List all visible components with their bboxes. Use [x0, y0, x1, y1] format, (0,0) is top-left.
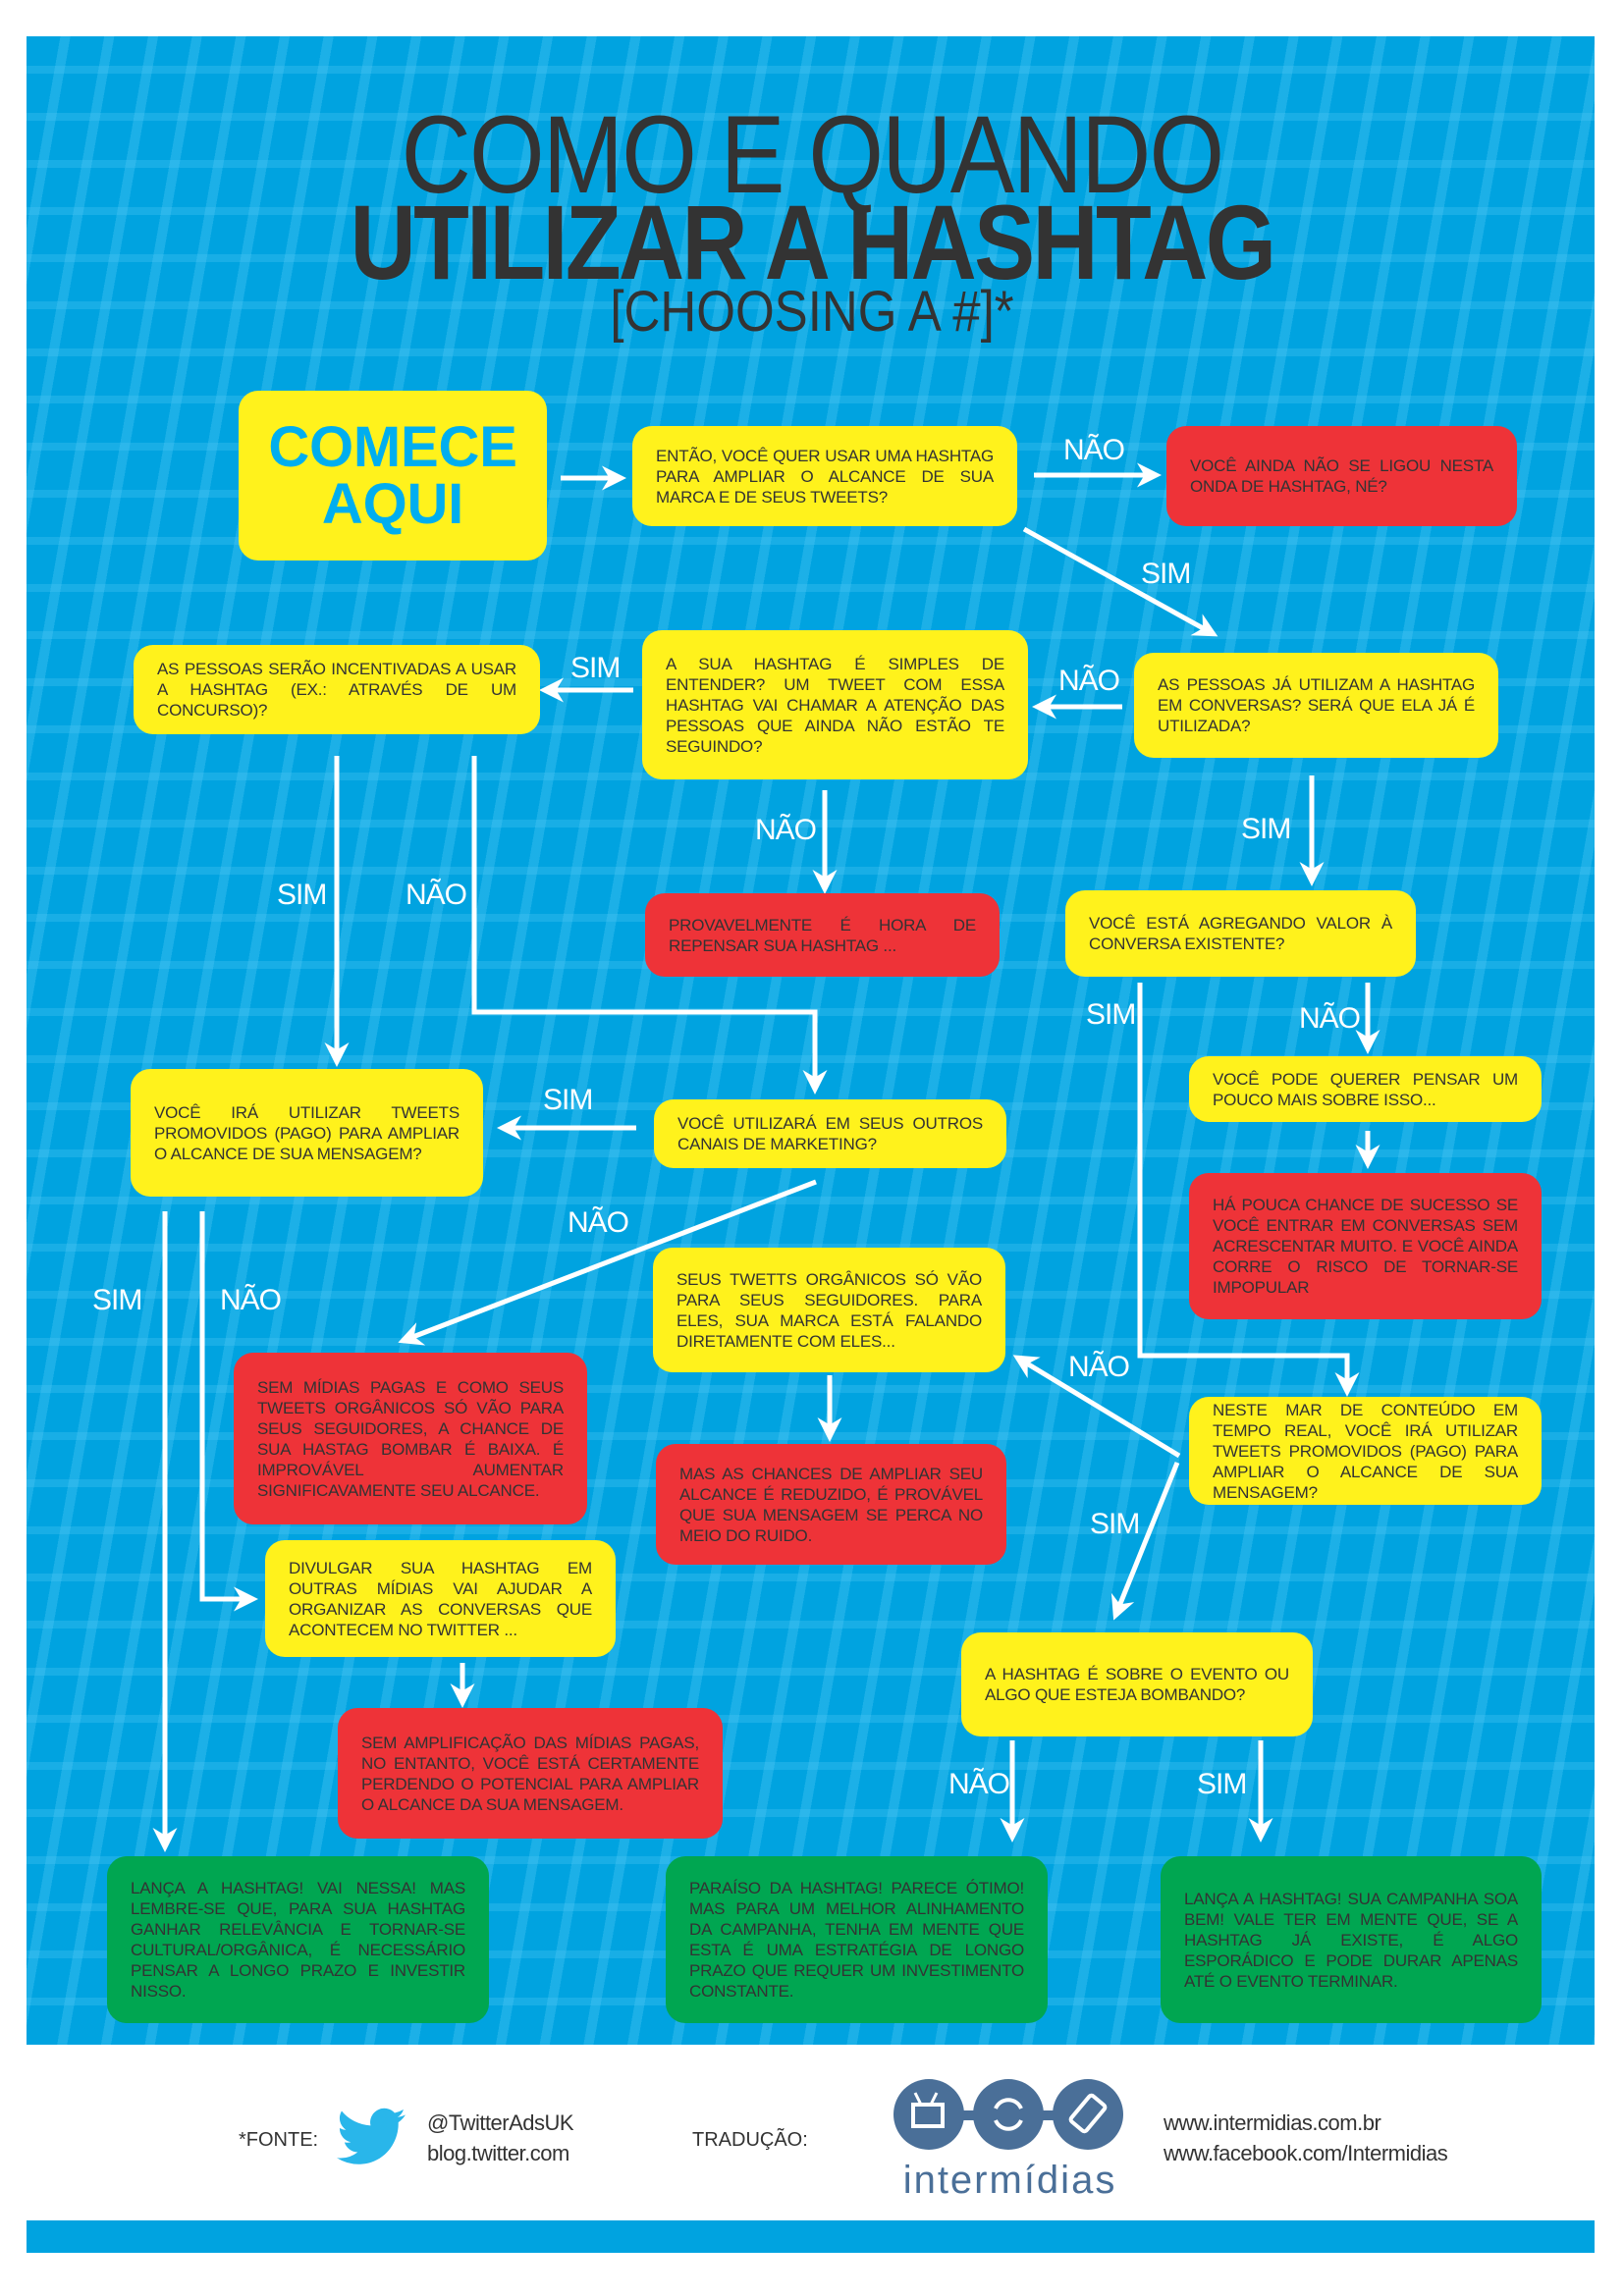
question-event-trending: A hashtag é sobre o evento ou algo que e… — [961, 1632, 1313, 1736]
label-yes: SIM — [1197, 1768, 1247, 1800]
result-no-amplification: Sem amplificação das mídias pagas, no en… — [338, 1708, 723, 1839]
label-no: NÃO — [406, 879, 467, 911]
mobile-device-icon — [1068, 2093, 1108, 2134]
result-little-chance: Há pouca chance de sucesso se você entra… — [1189, 1173, 1542, 1319]
label-yes: SIM — [1086, 998, 1136, 1031]
arrow-q7-no — [199, 1211, 258, 1612]
translation-label: TRADUÇÃO: — [692, 2129, 808, 2151]
tv-icon — [911, 2092, 945, 2128]
arrow-q6-no — [398, 1179, 817, 1346]
label-yes: SIM — [543, 1084, 593, 1116]
question-promoted-tweets: Você irá utilizar tweets promovidos (pag… — [131, 1069, 483, 1197]
result-not-on-trend: Você ainda não se ligou nesta onda de ha… — [1166, 426, 1517, 526]
title-line-1: COMO E QUANDO — [401, 93, 1225, 216]
note-think-more: Você pode querer pensar um pouco mais so… — [1189, 1056, 1542, 1122]
result-hashtag-paradise: Paraíso da hashtag! Parece ótimo! Mas pa… — [666, 1856, 1048, 2023]
label-yes: SIM — [277, 879, 327, 911]
arrow-q8-yes — [1110, 1462, 1180, 1621]
twitter-blog: blog.twitter.com — [427, 2141, 569, 2165]
label-no: NÃO — [220, 1284, 282, 1316]
twitter-handle: @TwitterAdsUK — [427, 2110, 574, 2135]
arrow-q8-no — [1012, 1355, 1181, 1459]
label-no: NÃO — [1068, 1351, 1130, 1383]
label-yes: SIM — [1090, 1508, 1140, 1540]
intermidias-logo: intermídias — [890, 2077, 1130, 2200]
arrow-q4-no — [471, 756, 828, 1095]
question-people-use-hashtag: As pessoas já utilizam a hashtag em conv… — [1134, 653, 1498, 758]
label-yes: SIM — [1241, 813, 1291, 845]
question-other-channels: Você utilizará em seus outros canais de … — [654, 1099, 1006, 1168]
label-no: NÃO — [1299, 1002, 1361, 1035]
title-subtitle: [CHOOSING A #]* — [610, 280, 1014, 344]
label-no: NÃO — [948, 1768, 1010, 1800]
result-rethink-hashtag: Provavelmente é hora de repensar sua has… — [645, 893, 1000, 977]
result-reduced-reach: Mas as chances de ampliar seu alcance é … — [656, 1444, 1006, 1565]
twitter-bird-icon — [337, 2108, 406, 2164]
site-link[interactable]: www.intermidias.com.br — [1164, 2110, 1381, 2135]
question-incentivized: As pessoas serão incentivadas a usar a h… — [134, 645, 540, 734]
question-adding-value: Você está agregando valor à conversa exi… — [1065, 890, 1416, 977]
facebook-link[interactable]: www.facebook.com/Intermidias — [1164, 2141, 1448, 2165]
bottom-stripe — [27, 2220, 1595, 2253]
result-launch-event: Lança a hashtag! Sua campanha soa bem! V… — [1161, 1856, 1542, 2023]
label-no: NÃO — [1058, 665, 1120, 697]
label-yes: SIM — [1141, 558, 1191, 590]
result-launch-long-term: Lança a hashtag! Vai nessa! Mas lembre-s… — [107, 1856, 489, 2023]
infographic-background — [27, 36, 1595, 2045]
label-yes: SIM — [92, 1284, 142, 1316]
arrow-q5-yes — [1137, 983, 1360, 1397]
question-hashtag-simple: A sua hashtag é simples de entender? Um … — [642, 630, 1028, 779]
logo-wordmark: intermídias — [902, 2159, 1117, 2202]
title-line-2: UTILIZAR A HASHTAG — [350, 183, 1276, 301]
note-other-media: Divulgar sua hashtag em outras mídias va… — [265, 1540, 616, 1657]
refresh-icon — [994, 2098, 1023, 2131]
question-use-hashtag: Então, você quer usar uma hashtag para a… — [632, 426, 1017, 526]
label-no: NÃO — [568, 1206, 629, 1239]
question-real-time-promoted: Neste mar de conteúdo em tempo real, voc… — [1189, 1397, 1542, 1505]
start-here-box: COMECE AQUI — [239, 391, 547, 561]
label-no: NÃO — [1063, 434, 1125, 466]
source-label: *FONTE: — [239, 2129, 319, 2151]
label-yes: SIM — [570, 652, 621, 684]
note-organic-tweets: Seus twetts orgânicos só vão para seus s… — [653, 1248, 1005, 1372]
label-no: NÃO — [755, 814, 817, 846]
arrow-q1-yes — [1022, 526, 1218, 637]
result-no-paid-media: Sem mídias pagas e como seus tweets orgâ… — [234, 1353, 587, 1524]
